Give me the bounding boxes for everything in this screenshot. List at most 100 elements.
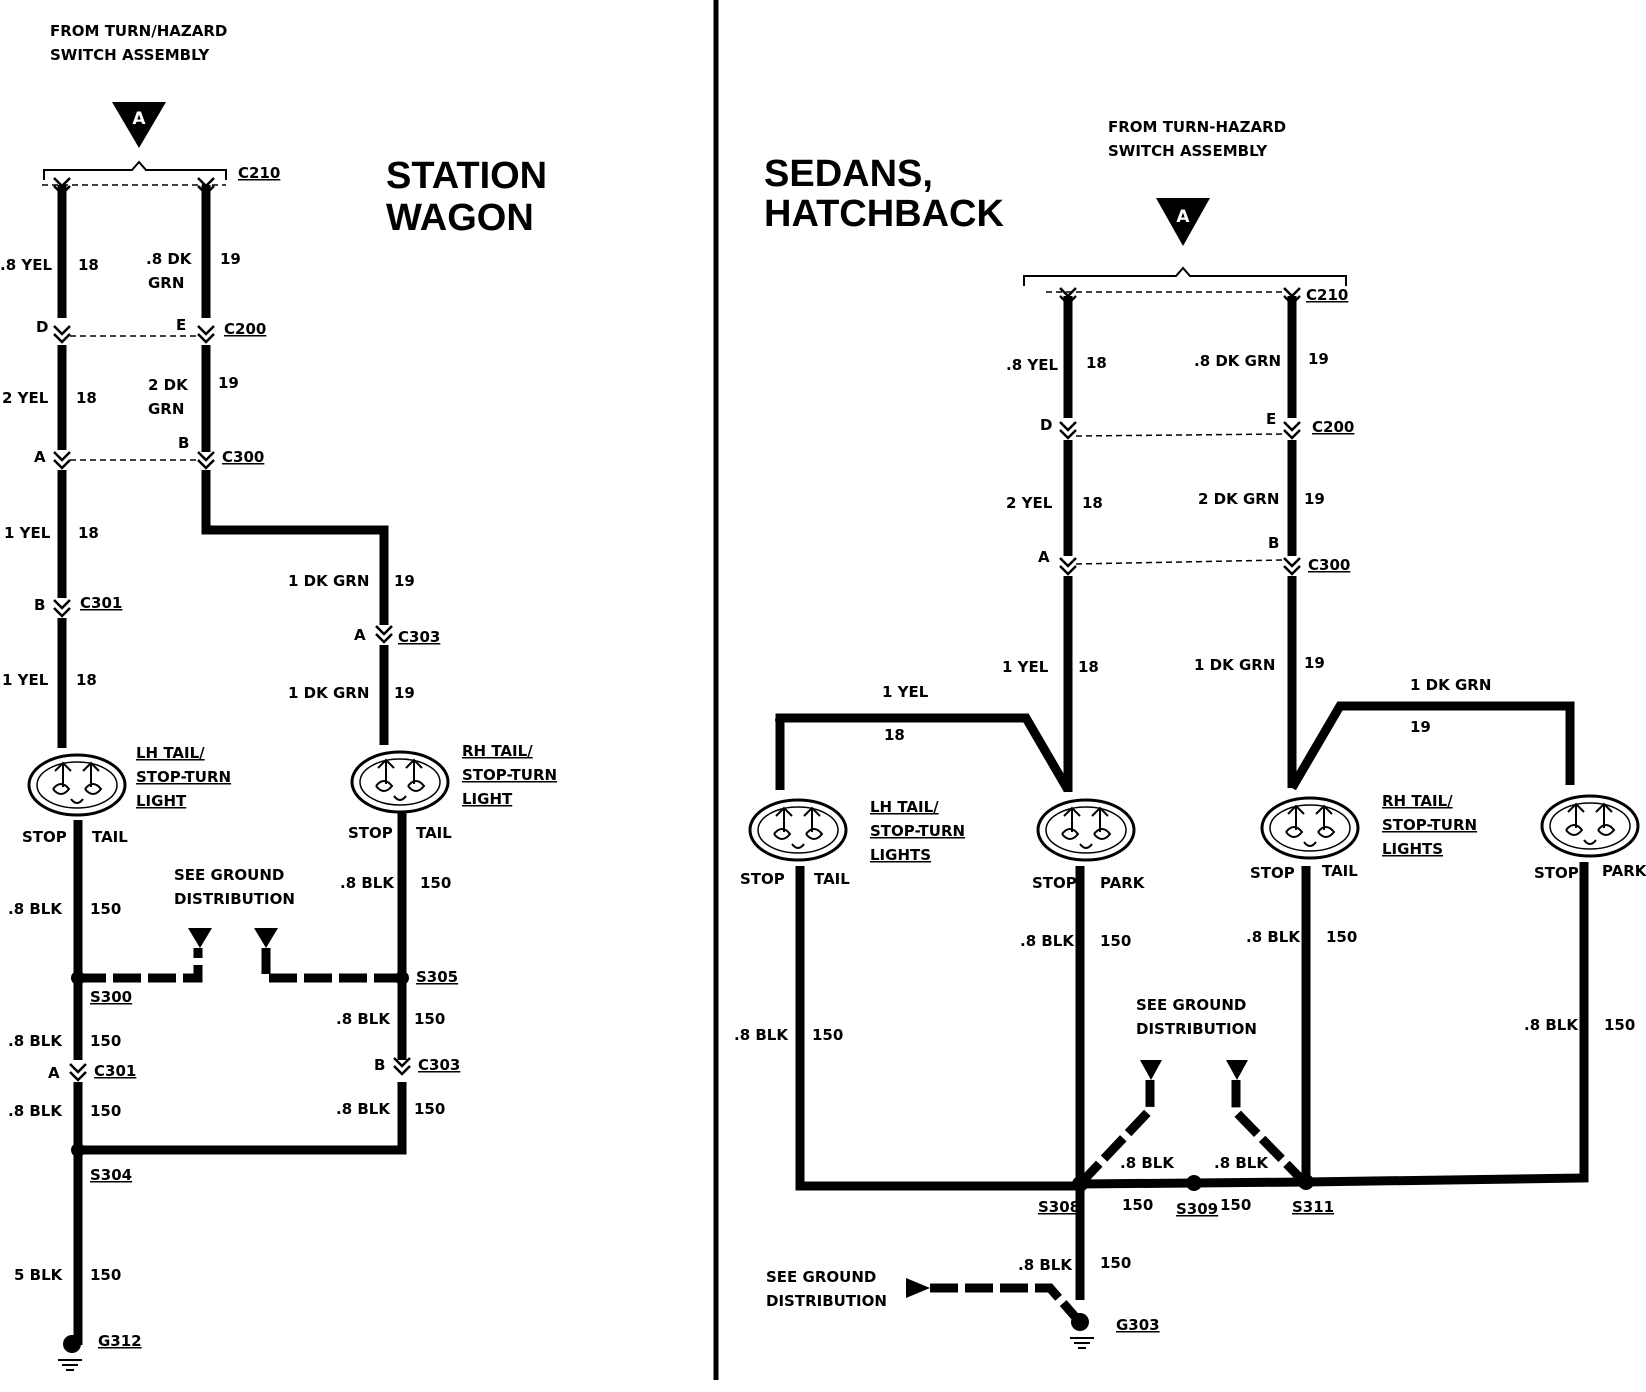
sedan-w14n: 150 — [1220, 1196, 1251, 1214]
sedan-w14: .8 BLK — [1214, 1154, 1269, 1172]
sedan-w8: 1 DK GRN — [1410, 676, 1491, 694]
sedan-pin-e: E — [1266, 410, 1276, 428]
sedan-source-line2: SWITCH ASSEMBLY — [1108, 142, 1268, 160]
wagon-ground-stub-right — [261, 948, 402, 983]
wagon-source-line2: SWITCH ASSEMBLY — [50, 46, 210, 64]
wagon-w5n: 18 — [78, 524, 99, 542]
wagon-s305: S305 — [416, 968, 458, 986]
wagon-pin-e: E — [176, 316, 186, 334]
sedan-c210: C210 — [1306, 286, 1348, 304]
sedan-lamp-2 — [1036, 798, 1136, 862]
wagon-s300: S300 — [90, 988, 132, 1006]
wagon-panel: FROM TURN/HAZARD SWITCH ASSEMBLY A C210 … — [0, 22, 557, 1371]
wagon-wire-right-3 — [201, 470, 389, 625]
wagon-w4n: 19 — [218, 374, 239, 392]
sedan-title-line1: SEDANS, — [764, 153, 933, 195]
wagon-w8: 1 DK GRN — [288, 684, 369, 702]
sedan-w7n: 18 — [884, 726, 905, 744]
wagon-bracket — [43, 160, 227, 180]
sedan-ground-point — [1071, 1313, 1089, 1331]
wagon-pin-d: D — [36, 318, 48, 336]
sedan-c200: C200 — [1312, 418, 1354, 436]
sedan-l1-tail: TAIL — [814, 870, 850, 888]
sedan-pin-d: D — [1040, 416, 1052, 434]
wagon-w12: .8 BLK — [336, 1010, 391, 1028]
wagon-ground-point — [63, 1335, 81, 1353]
wagon-marker-letter: A — [132, 109, 146, 129]
wagon-w11: .8 BLK — [8, 1032, 63, 1050]
wagon-w9n: 150 — [90, 900, 121, 918]
sedan-w11n: 150 — [1326, 928, 1357, 946]
wagon-lh-light-2: STOP-TURN — [136, 768, 231, 786]
sedan-l2-park: PARK — [1100, 874, 1146, 892]
wagon-marker-triangle — [112, 102, 166, 148]
sedan-w5: 1 YEL — [1002, 658, 1049, 676]
wagon-pin-a301: A — [48, 1064, 60, 1082]
wagon-w12n: 150 — [414, 1010, 445, 1028]
wagon-pin-b301: B — [34, 596, 45, 614]
sedan-pin-a: A — [1038, 548, 1050, 566]
sedan-pin-b: B — [1268, 534, 1279, 552]
sedan-w1: .8 YEL — [1006, 356, 1058, 374]
wagon-w15n: 150 — [90, 1266, 121, 1284]
sedan-splice-s311 — [1298, 1174, 1314, 1190]
wagon-source-line1: FROM TURN/HAZARD — [50, 22, 227, 40]
sedan-rh-lights-3: LIGHTS — [1382, 840, 1443, 858]
sedan-ground-ref2-2: DISTRIBUTION — [766, 1292, 887, 1310]
wagon-rh-lamp — [350, 750, 450, 814]
wagon-w7: 1 DK GRN — [288, 572, 369, 590]
sedan-lamp-3 — [1260, 796, 1360, 860]
sedan-ground-ref-1: SEE GROUND — [1136, 996, 1246, 1014]
wagon-rh-light-3: LIGHT — [462, 790, 513, 808]
wagon-w13n: 150 — [90, 1102, 121, 1120]
sedan-l3-tail: TAIL — [1322, 862, 1358, 880]
sedan-l1-stop: STOP — [740, 870, 785, 888]
wagon-c303a: C303 — [398, 628, 440, 646]
wagon-w2n: 19 — [220, 250, 241, 268]
sedan-w13: .8 BLK — [1120, 1154, 1175, 1172]
sedan-wire-lh-branch — [775, 713, 1072, 793]
sedan-w15n: 150 — [1100, 1254, 1131, 1272]
wagon-w8n: 19 — [394, 684, 415, 702]
wagon-s304: S304 — [90, 1166, 132, 1184]
wagon-w14n: 150 — [414, 1100, 445, 1118]
wagon-rh-stop: STOP — [348, 824, 393, 842]
wagon-w4b: GRN — [148, 400, 184, 418]
wagon-c301a: C301 — [80, 594, 122, 612]
sedan-g303: G303 — [1116, 1316, 1160, 1334]
sedan-w1n: 18 — [1086, 354, 1107, 372]
sedan-s308: S308 — [1038, 1198, 1080, 1216]
sedan-lh-lights-3: LIGHTS — [870, 846, 931, 864]
sedan-w7: 1 YEL — [882, 683, 929, 701]
wagon-rh-tail: TAIL — [416, 824, 452, 842]
sedan-title-line2: HATCHBACK — [764, 193, 1004, 235]
wagon-wire-rh-return — [78, 1082, 407, 1155]
sedan-lh-lights-1: LH TAIL/ — [870, 798, 939, 816]
wagon-pin-b: B — [178, 434, 189, 452]
sedan-lh-lights-2: STOP-TURN — [870, 822, 965, 840]
wagon-lh-stop: STOP — [22, 828, 67, 846]
wagon-ground-icon — [57, 1359, 83, 1371]
wagon-ground-ref-1: SEE GROUND — [174, 866, 284, 884]
wagon-ground-ref-2: DISTRIBUTION — [174, 890, 295, 908]
sedan-w6n: 19 — [1304, 654, 1325, 672]
wagon-lh-light-1: LH TAIL/ — [136, 744, 205, 762]
sedan-l4-stop: STOP — [1534, 864, 1579, 882]
wagon-c210: C210 — [238, 164, 280, 182]
sedan-w2: .8 DK GRN — [1194, 352, 1281, 370]
sedan-w10n: 150 — [1100, 932, 1131, 950]
wagon-title-line1: STATION — [386, 155, 547, 197]
wagon-w6n: 18 — [76, 671, 97, 689]
wagon-w1: .8 YEL — [0, 256, 52, 274]
wagon-w4a: 2 DK — [148, 376, 189, 394]
sedan-w15: .8 BLK — [1018, 1256, 1073, 1274]
wagon-ground-stub-left — [78, 948, 203, 983]
sedan-lamp-4 — [1540, 794, 1640, 858]
wagon-w7n: 19 — [394, 572, 415, 590]
sedan-lamp-1 — [748, 798, 848, 862]
sedan-ground-ref-wire — [930, 1283, 1082, 1323]
sedan-splice-s309 — [1186, 1175, 1202, 1191]
wagon-w2a: .8 DK — [146, 250, 193, 268]
sedan-source-line1: FROM TURN-HAZARD — [1108, 118, 1286, 136]
